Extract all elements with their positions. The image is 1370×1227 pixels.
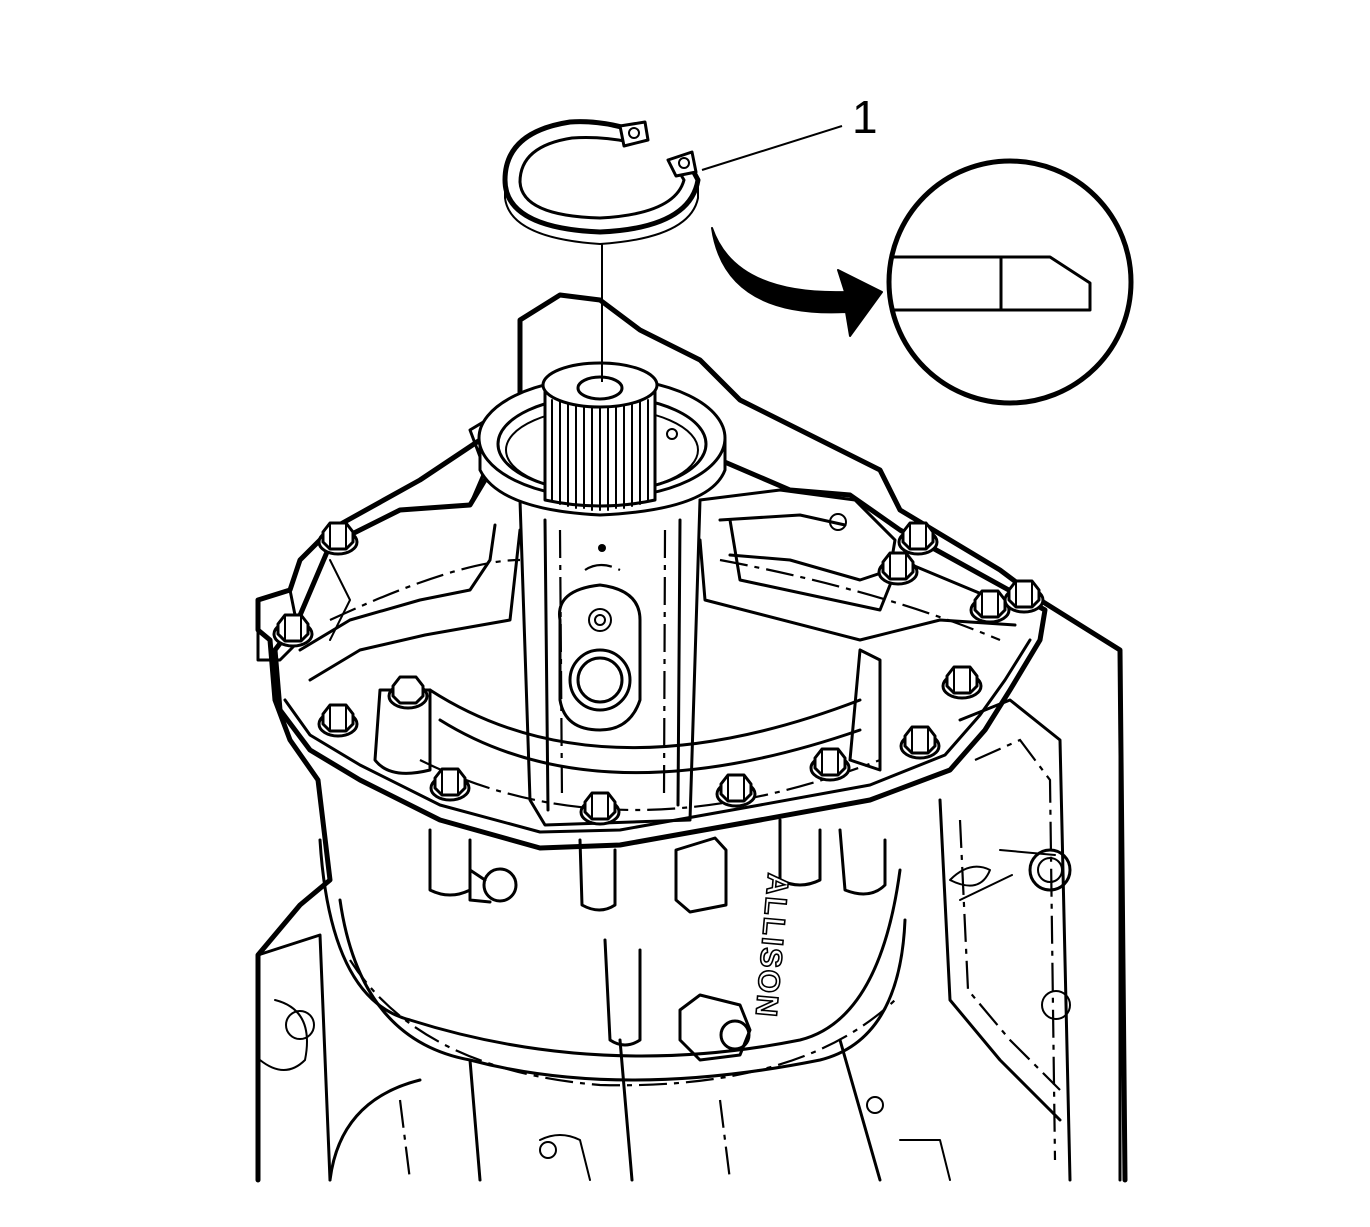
- cover-bolts: [272, 521, 1045, 826]
- ring-cross-section: [892, 255, 1092, 312]
- bolt: [429, 767, 471, 802]
- callout-leader-line: [701, 125, 843, 171]
- curved-arrow: [711, 227, 883, 337]
- callout-number: 1: [852, 91, 878, 143]
- bolt: [387, 675, 429, 710]
- bolt: [941, 665, 983, 700]
- bolt: [272, 613, 314, 648]
- detail-view: [886, 158, 1134, 406]
- bolt: [877, 551, 919, 586]
- bolt: [897, 521, 939, 556]
- bolt: [317, 703, 359, 738]
- bolt: [899, 725, 941, 760]
- callout-1: 1: [701, 91, 878, 171]
- transmission-housing: [255, 292, 1128, 1183]
- bolt: [1003, 579, 1045, 614]
- rear-cover: [256, 398, 1048, 851]
- bolt: [579, 791, 621, 826]
- housing-brand-text: ALLISON: [748, 871, 795, 1021]
- bolt: [715, 773, 757, 808]
- bolt: [317, 521, 359, 556]
- bolt: [969, 589, 1011, 624]
- bolt: [809, 747, 851, 782]
- snap-ring: [502, 119, 701, 245]
- output-shaft: [477, 361, 727, 517]
- svg-text:ALLISON: ALLISON: [749, 872, 795, 1020]
